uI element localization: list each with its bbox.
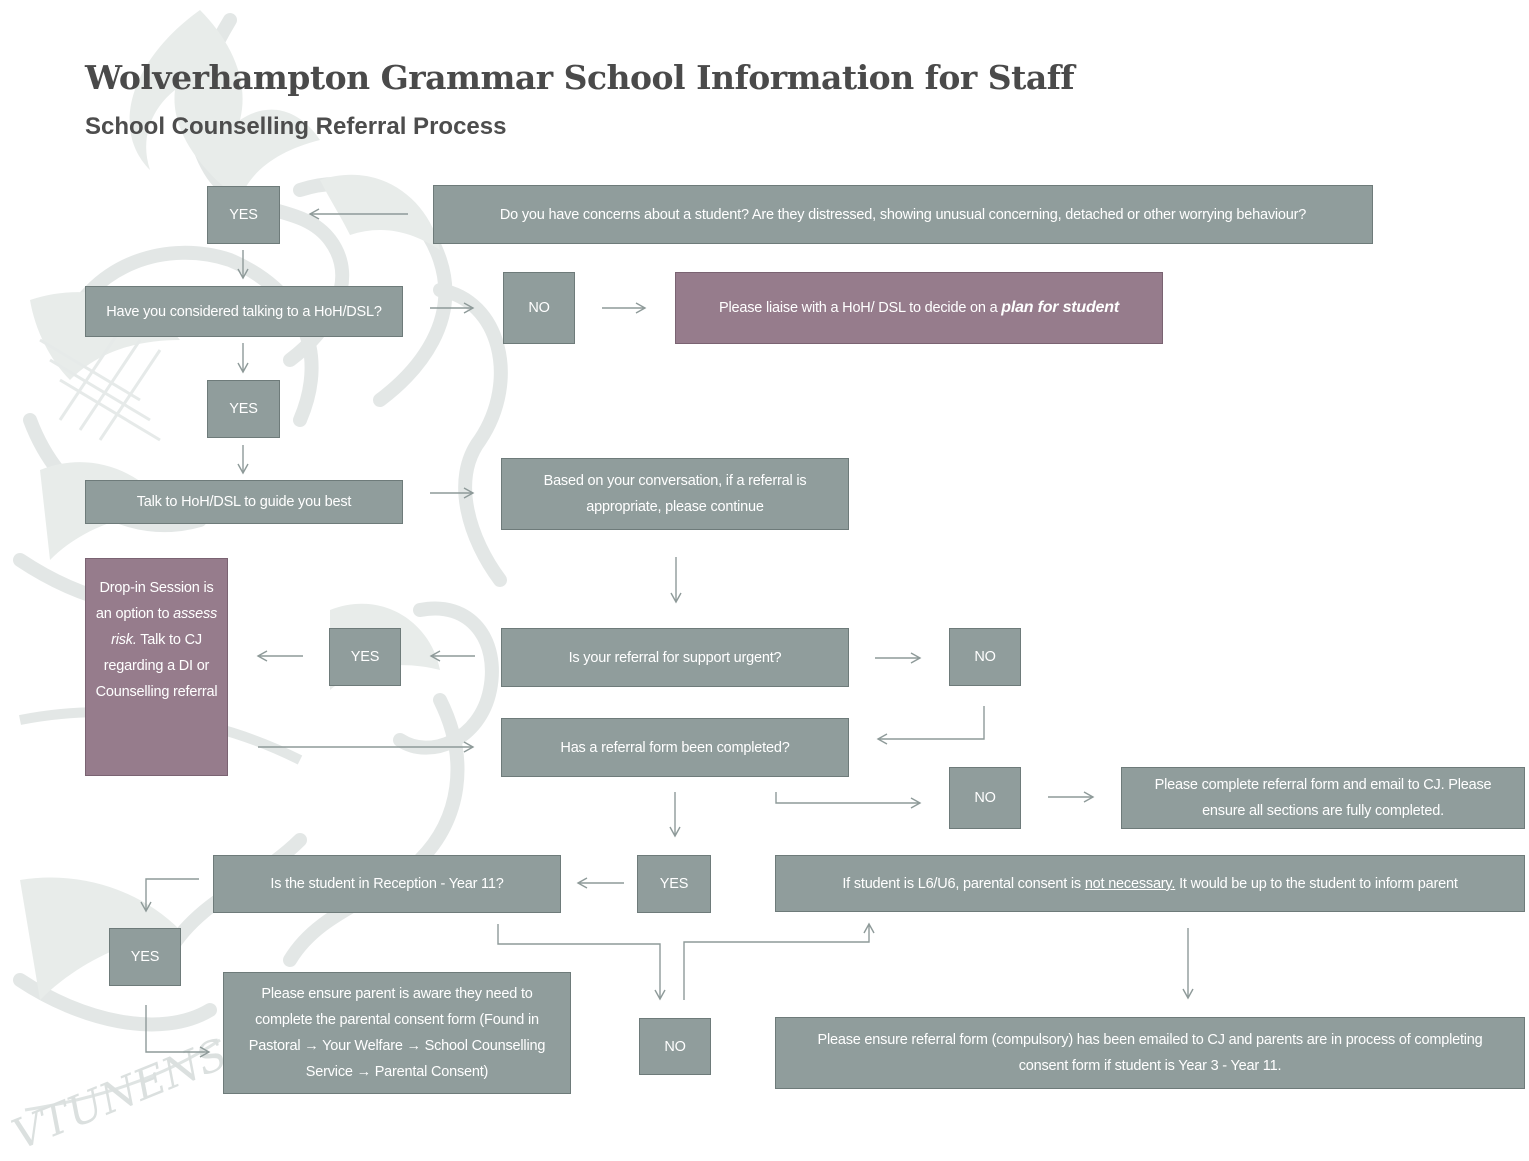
- parental-consent-box: Please ensure parent is aware they need …: [223, 972, 571, 1094]
- no-box-reception: NO: [639, 1018, 711, 1075]
- dropin-text-2: Talk to CJ regarding a DI or Counselling…: [95, 632, 218, 700]
- arrow-no-to-sixthform: [683, 922, 875, 1000]
- yes-box-considered: YES: [207, 380, 280, 438]
- sixth-form-consent-box: If student is L6/U6, parental consent is…: [775, 855, 1525, 912]
- sixth-form-text-2: It would be up to the student to inform …: [1175, 875, 1458, 892]
- no-box-urgent: NO: [949, 628, 1021, 686]
- urgent-question-box: Is your referral for support urgent?: [501, 628, 849, 687]
- liaise-plan-box: Please liaise with a HoH/ DSL to decide …: [675, 272, 1163, 344]
- final-check-box: Please ensure referral form (compulsory)…: [775, 1017, 1525, 1089]
- no-box-considered: NO: [503, 272, 575, 344]
- yes-box-reception: YES: [109, 928, 181, 986]
- considered-hoh-dsl-box: Have you considered talking to a HoH/DSL…: [85, 286, 403, 337]
- sixth-form-text-1: If student is L6/U6, parental consent is: [842, 875, 1085, 892]
- yes-box-concerns: YES: [207, 186, 280, 244]
- not-necessary-text: not necessary.: [1084, 875, 1176, 892]
- drop-in-session-box: Drop-in Session is an option to assess r…: [85, 558, 228, 776]
- arrow-reception-to-no: [497, 924, 666, 1001]
- yes-box-form: YES: [637, 855, 711, 913]
- arrow-reception-to-yes: [140, 878, 199, 913]
- yes-box-urgent: YES: [329, 628, 401, 686]
- dropin-emphasis: assess risk.: [111, 606, 218, 648]
- arrow-yes-to-consent: [145, 1005, 211, 1058]
- concerns-question-box: Do you have concerns about a student? Ar…: [433, 185, 1373, 244]
- liaise-emphasis: plan for student: [1001, 299, 1119, 316]
- page-title: Wolverhampton Grammar School Information…: [85, 58, 1075, 97]
- referral-form-question-box: Has a referral form been completed?: [501, 718, 849, 777]
- arrow-no-to-form: [876, 706, 985, 745]
- arrow-form-to-no: [775, 792, 922, 809]
- conversation-continue-box: Based on your conversation, if a referra…: [501, 458, 849, 530]
- page-subtitle: School Counselling Referral Process: [85, 113, 507, 140]
- dropin-text-1: Drop-in Session is an option to: [95, 580, 214, 622]
- complete-form-box: Please complete referral form and email …: [1121, 767, 1525, 829]
- liaise-text: Please liaise with a HoH/ DSL to decide …: [719, 300, 1002, 316]
- no-box-form: NO: [949, 767, 1021, 829]
- reception-year11-question-box: Is the student in Reception - Year 11?: [213, 855, 561, 913]
- talk-hoh-dsl-box: Talk to HoH/DSL to guide you best: [85, 480, 403, 524]
